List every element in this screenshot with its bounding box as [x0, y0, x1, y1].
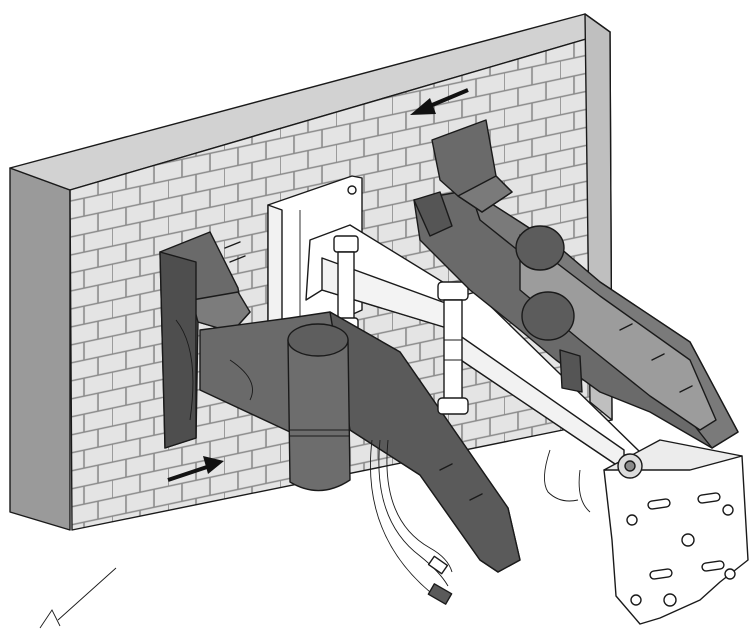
lower-arm-cover — [199, 311, 521, 573]
top-cover-cap — [413, 119, 513, 237]
arrow-right-icon — [167, 456, 224, 482]
front-arm — [437, 281, 641, 471]
arrow-left-icon — [410, 88, 469, 115]
cables — [369, 439, 591, 605]
wall-left-side — [9, 167, 71, 531]
vesa-mounting-plate — [603, 439, 749, 625]
left-wall-cover — [159, 231, 251, 449]
right-arm-cover — [413, 189, 739, 449]
pen-stroke-mark — [39, 567, 117, 629]
